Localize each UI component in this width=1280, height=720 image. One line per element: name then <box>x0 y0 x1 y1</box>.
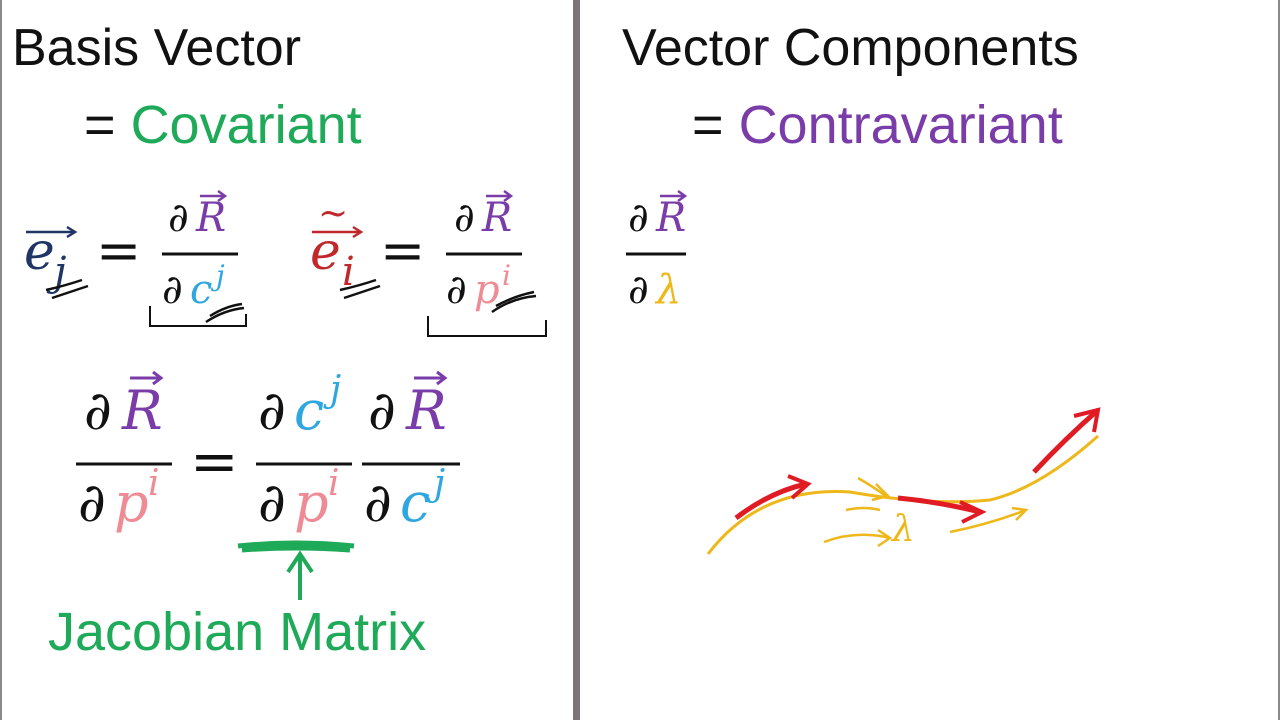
contravariant-label: Contravariant <box>738 95 1063 155</box>
basis-e-index-underline <box>45 278 89 300</box>
right-title: Vector Components <box>622 19 1079 77</box>
chain-f3-num-partial: ∂ <box>368 379 396 442</box>
chain-f1-den-index: i <box>148 463 160 504</box>
chain-f1-num-R: R <box>122 379 163 442</box>
tangent-vector-arrow-icon <box>660 189 688 203</box>
chain-f2-den-p: p <box>294 471 329 534</box>
chain-f1-den-p: p <box>114 471 149 534</box>
left-title: Basis Vector <box>12 19 302 77</box>
eq1-den-c: c <box>190 267 213 313</box>
chain-f1-num-partial: ∂ <box>84 379 112 442</box>
dual-e-tilde: ~ <box>318 193 349 234</box>
chain-equals: = <box>190 427 239 495</box>
chain-f3-den-partial: ∂ <box>364 471 392 534</box>
eq2-index-underline <box>491 290 537 314</box>
eq1-vector-arrow-icon <box>200 189 228 203</box>
chain-f3-num-R: R <box>406 379 447 442</box>
eq2-vector-arrow-icon <box>486 189 514 203</box>
tangent-arrow-2-icon <box>897 495 987 524</box>
covariant-label: Covariant <box>130 95 362 155</box>
jacobian-matrix-label: Jacobian Matrix <box>48 602 427 662</box>
eq1-den-index: j <box>216 259 225 292</box>
parametric-curve <box>706 434 1100 555</box>
left-border <box>0 0 2 720</box>
eq1-den-bracket <box>149 306 247 327</box>
tangent-den-lambda: λ <box>656 267 682 313</box>
chain-f3-vector-arrow-icon <box>414 370 448 386</box>
eq2-num-partial: ∂ <box>454 195 475 241</box>
chain-f2-den-partial: ∂ <box>258 471 286 534</box>
right-border <box>1278 0 1280 720</box>
dual-e-index: i <box>342 249 355 295</box>
left-subtitle-row: = Covariant <box>84 98 362 152</box>
eq2-den-bracket <box>427 316 547 337</box>
jacobian-pointer-arrow-icon <box>286 550 314 600</box>
basis-e-index: j <box>54 249 67 295</box>
chain-f3-den-c: c <box>400 471 431 534</box>
sketch-lambda-label: λ <box>892 509 915 550</box>
eq1-num-R: R <box>196 195 227 241</box>
right-subtitle-equals: = <box>692 95 724 155</box>
tangent-den-partial: ∂ <box>628 267 649 313</box>
eq2-den-index: i <box>502 259 511 292</box>
eq1-equals: = <box>96 219 142 282</box>
eq2-equals: = <box>380 219 426 282</box>
left-subtitle-equals: = <box>84 95 116 155</box>
chain-f2-den-index: i <box>328 463 340 504</box>
lambda-direction-arrows-icon <box>823 476 1029 548</box>
tangent-arrow-1-icon <box>734 474 812 520</box>
tangent-num-partial: ∂ <box>628 195 649 241</box>
chain-f3-den-index: j <box>434 463 446 504</box>
eq1-den-partial: ∂ <box>162 267 183 313</box>
eq2-den-partial: ∂ <box>446 267 467 313</box>
tangent-arrow-3-icon <box>1032 407 1101 474</box>
eq2-num-R: R <box>482 195 513 241</box>
basis-e-vector-arrow-icon <box>26 225 78 239</box>
dual-e-symbol: e <box>310 222 341 282</box>
chain-f1-den-partial: ∂ <box>78 471 106 534</box>
dual-e-vector-arrow-icon <box>312 225 364 239</box>
basis-e-symbol: e <box>24 222 55 282</box>
eq1-index-underline <box>205 302 245 324</box>
tangent-num-R: R <box>656 195 687 241</box>
dual-e-index-underline <box>339 278 381 300</box>
chain-f2-num-index: j <box>330 369 342 410</box>
jacobian-underline <box>237 540 355 553</box>
eq2-den-p: p <box>474 267 500 313</box>
eq1-num-partial: ∂ <box>168 195 189 241</box>
chain-f1-vector-arrow-icon <box>130 370 164 386</box>
chain-f2-num-c: c <box>294 379 325 442</box>
panel-divider <box>573 0 580 720</box>
chain-f2-num-partial: ∂ <box>258 379 286 442</box>
right-subtitle-row: = Contravariant <box>692 98 1063 152</box>
